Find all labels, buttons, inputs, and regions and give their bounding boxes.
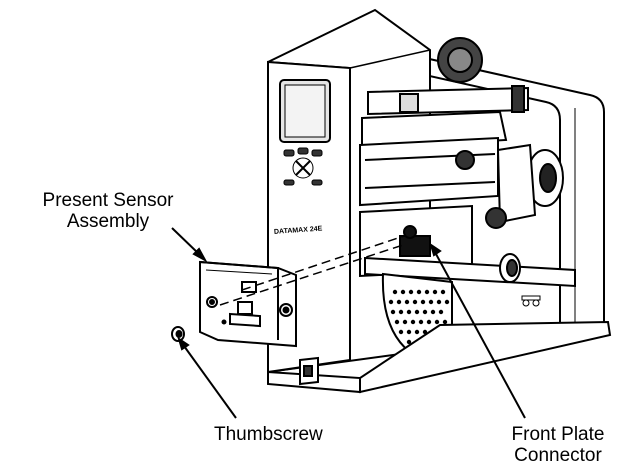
print-mechanism [359,37,576,307]
thumbscrew-label: Thumbscrew [214,424,323,445]
label-line: Front Plate [511,424,605,445]
base-tray [267,320,612,394]
present-sensor-assembly-label: Present Sensor Assembly [8,190,208,232]
keypad [283,147,323,186]
model-badge: DATAMAX 24E [274,225,323,235]
label-line: Present Sensor [42,190,174,211]
label-line: Connector [514,445,602,466]
present-sensor-assembly [199,260,297,348]
alignment-lines [219,235,407,306]
front-plate-connector-label: Front Plate Connector [492,424,624,466]
thumbscrew-part [171,326,185,342]
label-line: Assembly [66,211,150,232]
leader-arrows [171,227,526,419]
front-plate-connector-port [399,235,431,257]
